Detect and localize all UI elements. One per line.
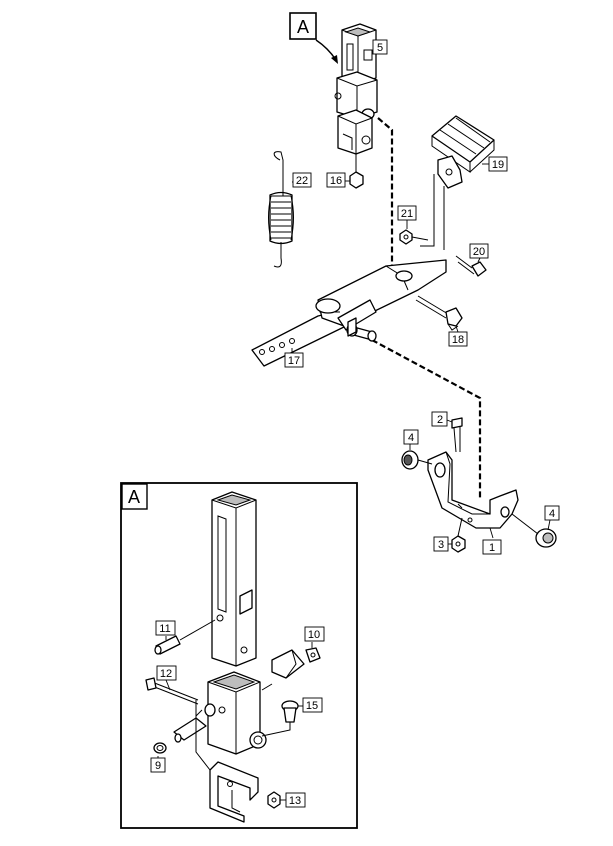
inset-square-block: [204, 671, 267, 755]
label-5: 5: [372, 39, 388, 55]
svg-text:12: 12: [160, 668, 172, 680]
part-19-pedal-pad: [431, 115, 495, 189]
pedal-arm: [420, 174, 445, 250]
label-3: 3: [433, 536, 452, 552]
part-1-bracket: [427, 451, 519, 529]
svg-text:4: 4: [408, 432, 414, 444]
label-4-left: 4: [403, 429, 419, 450]
svg-text:10: 10: [308, 629, 320, 641]
label-16: 16: [326, 172, 350, 188]
svg-text:20: 20: [473, 246, 485, 258]
part-22-spring: [268, 151, 294, 268]
inset-label-13: 13: [280, 792, 306, 808]
inset-shaft: [173, 709, 207, 743]
callout-a: A: [289, 12, 338, 64]
svg-text:9: 9: [155, 760, 161, 772]
inset-part-9-washer: [153, 742, 167, 754]
label-1: 1: [482, 527, 502, 555]
part-5-post-assembly: [334, 23, 378, 155]
label-20: 20: [469, 243, 489, 263]
inset-label-9: 9: [150, 756, 166, 773]
label-2: 2: [431, 411, 453, 427]
label-19: 19: [482, 156, 508, 172]
part-17-lever-arm: [251, 259, 447, 367]
part-21-nut: [399, 229, 429, 245]
label-18: 18: [448, 325, 468, 347]
part-4-bushing-right: [511, 513, 557, 548]
part-16-nut: [349, 154, 364, 189]
inset-label-11: 11: [155, 620, 176, 640]
inset-u-bracket: [195, 700, 259, 823]
part-4-bushing-left: [401, 450, 433, 470]
svg-text:11: 11: [159, 623, 170, 635]
inset-label-15: 15: [298, 697, 323, 713]
svg-text:17: 17: [288, 355, 300, 367]
part-3-nut: [451, 517, 466, 553]
svg-text:22: 22: [296, 175, 308, 187]
inset-part-15-button: [261, 700, 299, 737]
inset-part-10-clip: [261, 647, 321, 691]
part-18-bolt: [415, 295, 463, 331]
svg-text:2: 2: [437, 414, 443, 426]
inset-tall-tube: [211, 491, 257, 667]
label-17: 17: [284, 348, 304, 368]
svg-text:16: 16: [330, 175, 342, 187]
part-20-bolt: [455, 255, 487, 277]
callout-a-letter: A: [297, 17, 309, 37]
part-2-bolt: [451, 417, 463, 453]
inset-part-13-nut: [267, 791, 281, 809]
svg-text:21: 21: [401, 208, 413, 220]
svg-text:3: 3: [438, 539, 444, 551]
label-21: 21: [397, 205, 417, 229]
svg-text:15: 15: [306, 700, 318, 712]
inset-label-12: 12: [156, 665, 177, 691]
label-22: 22: [292, 172, 312, 188]
inset-label-10: 10: [304, 626, 325, 648]
svg-text:4: 4: [549, 508, 555, 520]
linkage-rod-lower: [371, 339, 482, 500]
svg-text:13: 13: [289, 795, 301, 807]
inset-a-letter: A: [128, 487, 140, 507]
svg-text:19: 19: [492, 159, 504, 171]
linkage-rod-upper: [377, 117, 394, 274]
svg-text:18: 18: [452, 334, 464, 346]
svg-text:5: 5: [377, 42, 383, 54]
svg-text:1: 1: [489, 542, 495, 554]
label-4-right: 4: [544, 505, 560, 531]
inset-part-12-bolt: [145, 677, 199, 705]
inset-part-11-pin: [154, 619, 216, 655]
